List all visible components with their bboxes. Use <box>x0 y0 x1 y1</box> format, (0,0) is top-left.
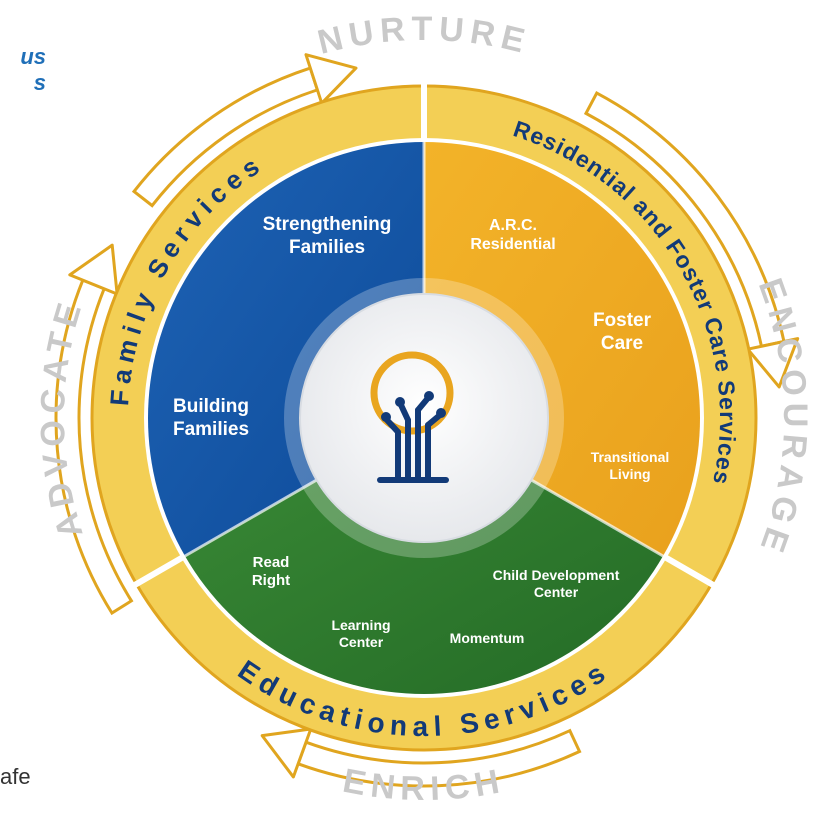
outer-word-nurture: NURTURE <box>314 10 534 62</box>
ring-divider <box>663 554 715 588</box>
cropped-text-fragment: afe <box>0 764 31 789</box>
tree-logo-icon <box>370 351 454 483</box>
center-hub <box>284 278 564 558</box>
ring-divider <box>133 554 185 588</box>
advocate-arrow-head <box>68 243 119 296</box>
encourage-arrow-head <box>746 337 800 389</box>
program-arc-residential: A.R.C.Residential <box>470 217 555 253</box>
enrich-arrow-head <box>260 727 313 779</box>
logo-leaf <box>395 397 405 407</box>
nurture-arrow-head <box>304 53 358 105</box>
program-momentum: Momentum <box>450 630 525 646</box>
outer-word-advocate: ADVOCATE <box>34 293 91 542</box>
logo-ring <box>370 351 454 435</box>
cropped-heading-fragment: us s <box>20 44 46 95</box>
center-disc <box>299 293 549 543</box>
logo-leaf <box>436 408 446 418</box>
logo-branch <box>384 417 401 435</box>
outer-cycle-arrows <box>54 53 800 788</box>
logo-leaf <box>381 412 391 422</box>
logo-branch <box>398 402 411 423</box>
logo-leaf <box>424 391 434 401</box>
